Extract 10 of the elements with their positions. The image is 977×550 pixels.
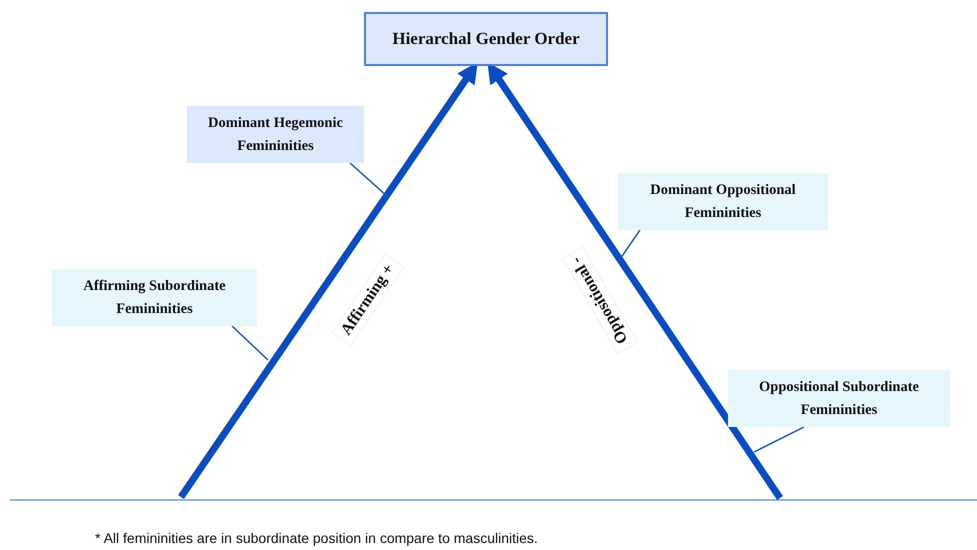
label-box: Dominant Oppositional Femininities [618,173,828,230]
label-box: Dominant Hegemonic Femininities [187,106,364,163]
leader-line [350,162,388,198]
leader-line [754,426,804,453]
footnote: * All femininities are in subordinate position in compare to masculinities. [95,530,538,546]
label-box: Oppositional Subordinate Femininities [728,370,950,427]
title-box: Hierarchal Gender Order [364,12,608,66]
leader-line [617,230,641,262]
leader-line [231,325,269,361]
label-box: Affirming Subordinate Femininities [52,269,257,326]
